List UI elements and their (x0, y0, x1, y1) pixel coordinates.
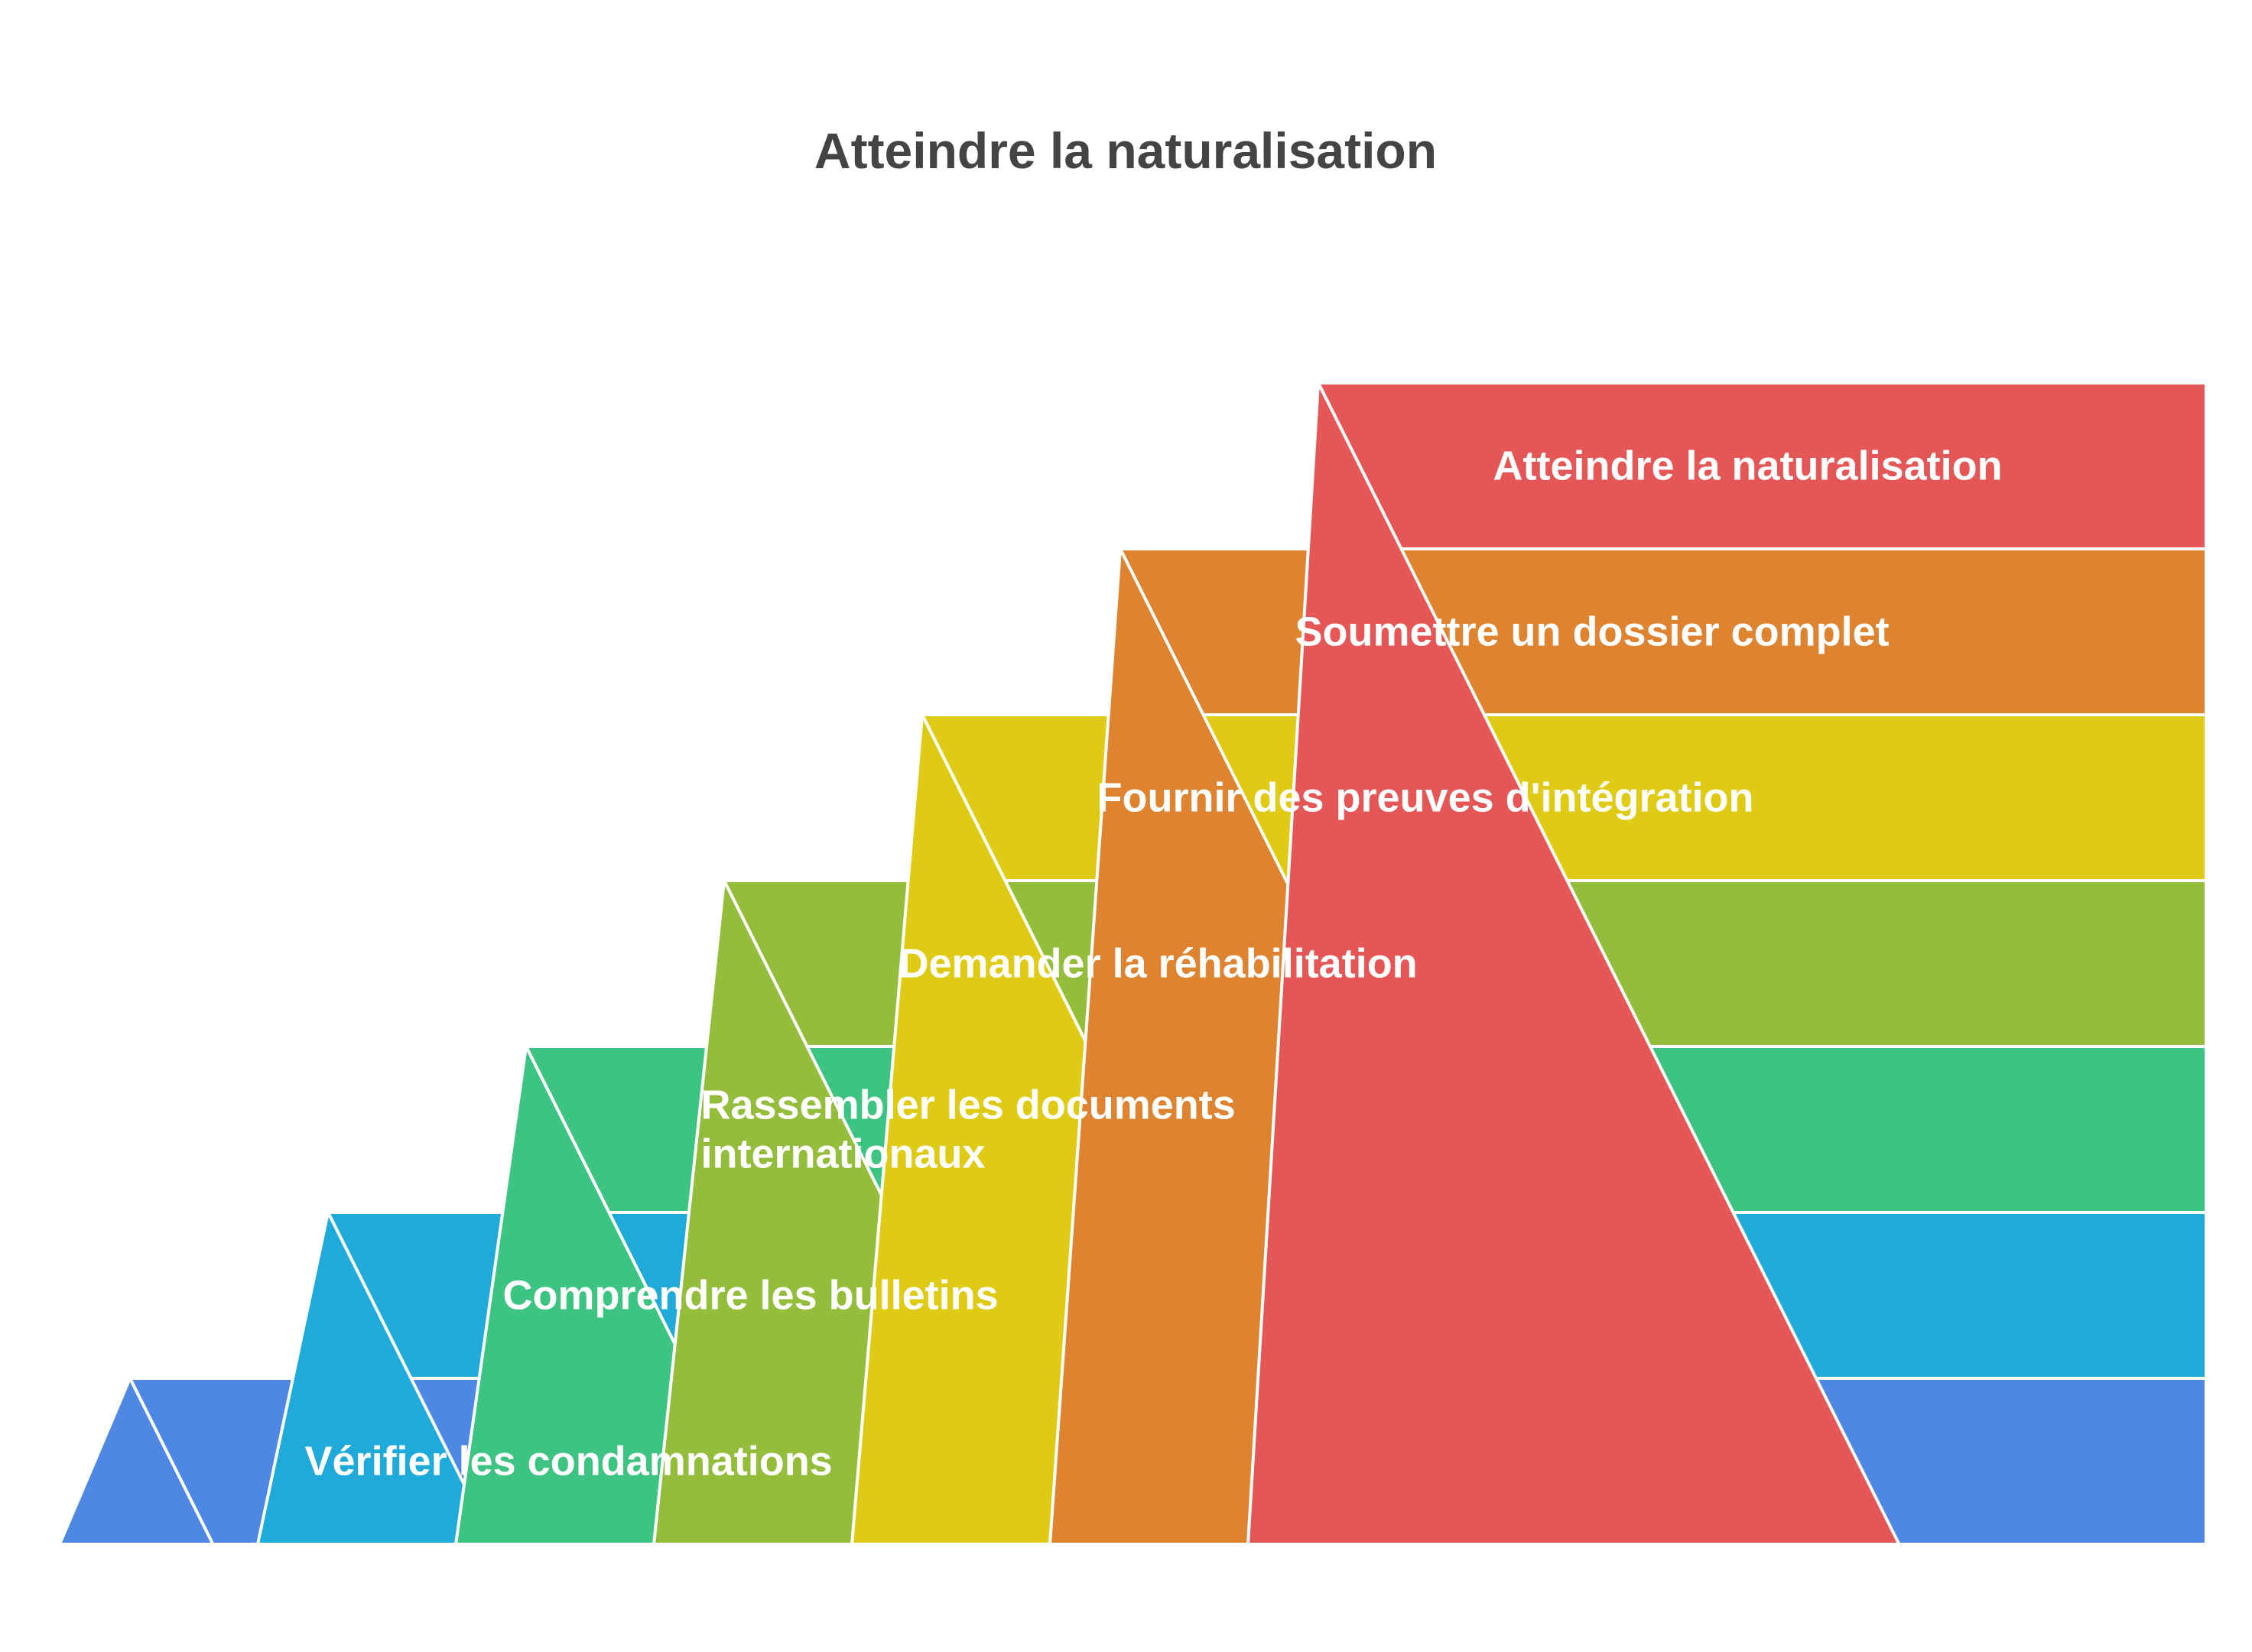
step-label-1-line-1: Vérifier les condamnations (305, 1439, 833, 1485)
step-label-5-line-1: Fournir des preuves d'intégration (1097, 775, 1754, 821)
step-label-1: Vérifier les condamnations (305, 1439, 833, 1485)
step-label-4-line-1: Demander la réhabilitation (899, 941, 1418, 987)
step-label-4: Demander la réhabilitation (899, 941, 1418, 987)
step-label-3-line-2: internationaux (701, 1131, 986, 1177)
step-label-7-line-1: Atteindre la naturalisation (1493, 443, 2003, 489)
step-label-5: Fournir des preuves d'intégration (1097, 775, 1754, 821)
step-labels: Vérifier les condamnations Comprendre les… (305, 443, 2003, 1485)
diagram-title: Atteindre la naturalisation (814, 122, 1437, 179)
step-label-2: Comprendre les bulletins (503, 1273, 999, 1319)
step-label-3-line-1: Rassembler les documents (701, 1082, 1236, 1128)
step-label-6: Soumettre un dossier complet (1295, 609, 1890, 655)
step-label-7: Atteindre la naturalisation (1493, 443, 2003, 489)
step-label-2-line-1: Comprendre les bulletins (503, 1273, 999, 1319)
step-label-6-line-1: Soumettre un dossier complet (1295, 609, 1890, 655)
